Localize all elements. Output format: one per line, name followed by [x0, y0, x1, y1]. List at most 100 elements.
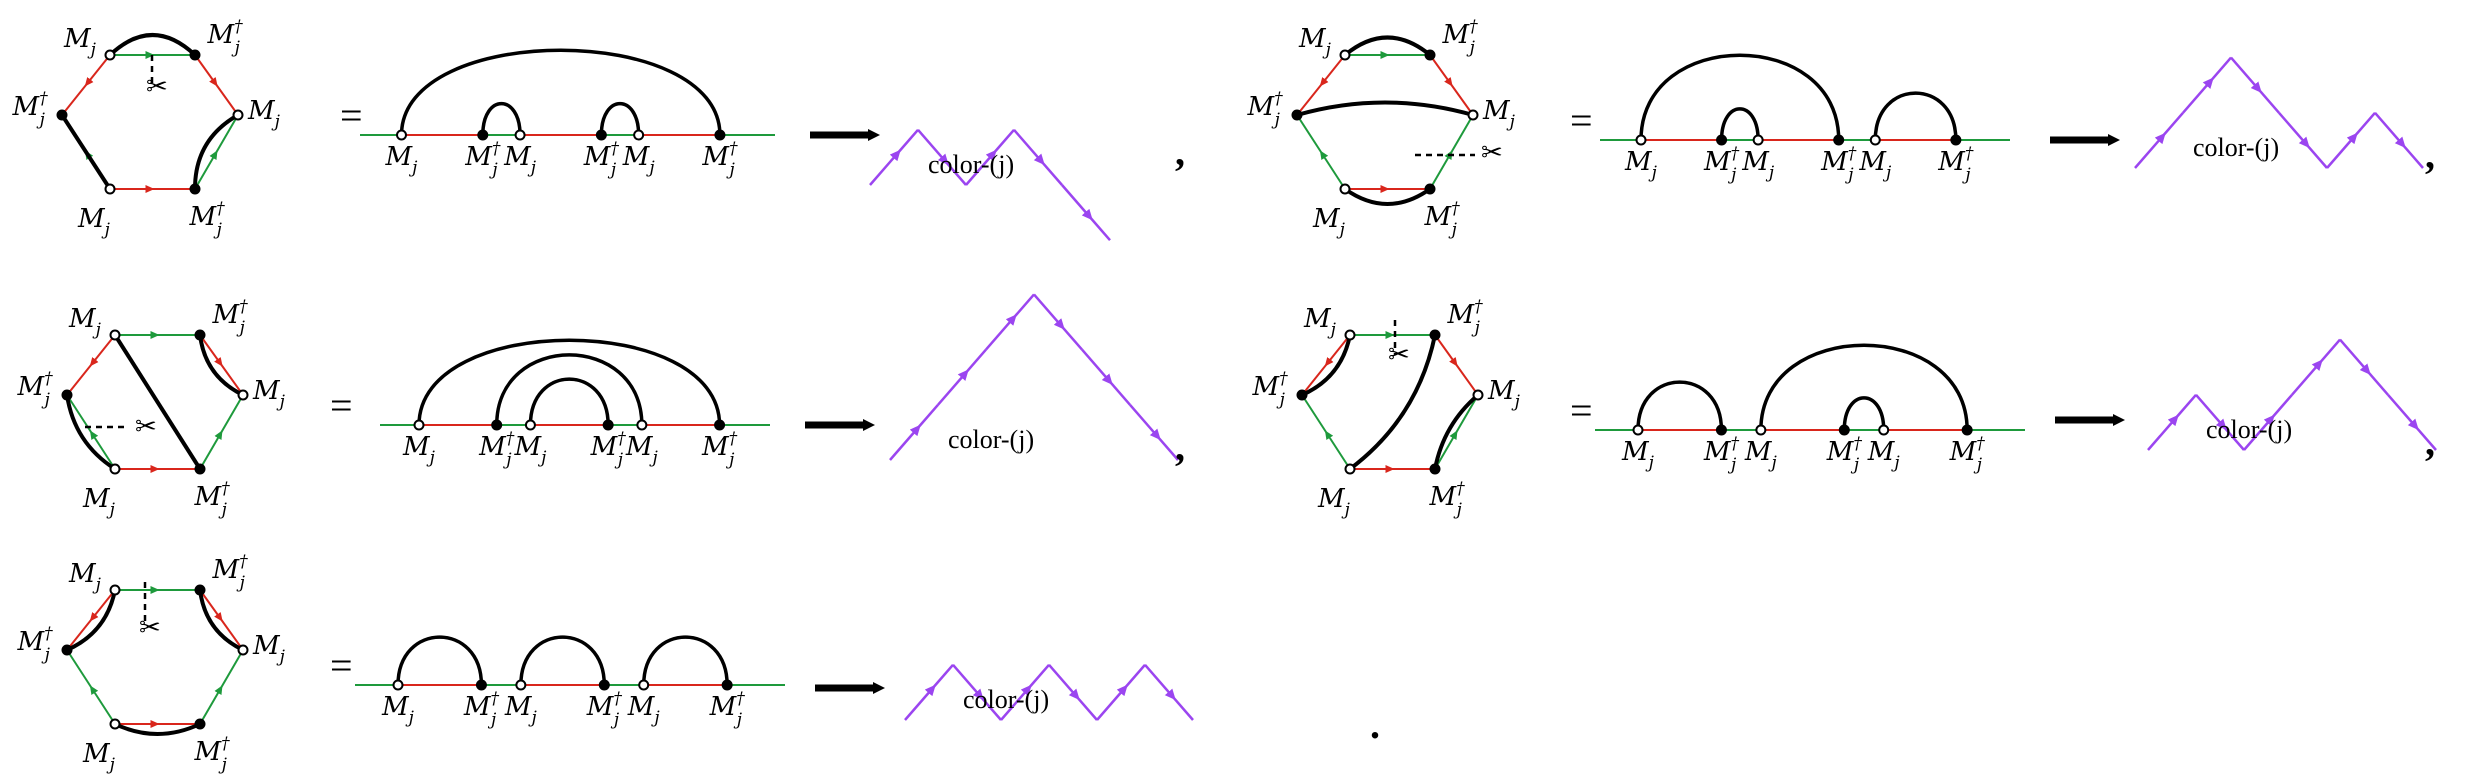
label-m: M [1441, 20, 1470, 50]
contraction-curve [1343, 187, 1432, 206]
contraction-arc [1759, 343, 1969, 431]
contraction-arc [399, 48, 722, 136]
hexagon-edge-green [1296, 114, 1322, 153]
path-step-down [2367, 371, 2389, 396]
label-j: j [426, 448, 436, 468]
chain-label-m: Mj [622, 142, 656, 178]
filled-node [1429, 463, 1441, 475]
period-mark: . [1370, 702, 1380, 747]
color-caption: color-(j) [2193, 133, 2279, 162]
hexagon-edge-green [215, 114, 239, 153]
label-m: M [1867, 437, 1896, 467]
equals-sign: = [1570, 388, 1593, 433]
hexagon-edge-green [89, 685, 116, 725]
chain-label-m-dagger: M†j [1937, 144, 1974, 185]
label-m: M [82, 484, 111, 514]
label-dagger: † [1965, 144, 1974, 164]
label-dagger: † [613, 689, 622, 709]
contraction-curve [1343, 35, 1432, 57]
filled-node [714, 129, 726, 141]
filled-node [1838, 424, 1850, 436]
path-step-down [917, 128, 949, 166]
label-j: j [236, 318, 246, 338]
label-j: j [1448, 220, 1458, 240]
contraction-arc [1873, 91, 1958, 141]
label-m: M [622, 142, 651, 172]
contraction-curve [1348, 334, 1437, 471]
chain-label-m: Mj [1741, 147, 1775, 183]
contraction-curve [65, 394, 117, 471]
label-m-dagger: M†j [1428, 479, 1465, 520]
label-m-dagger: M†j [193, 479, 230, 520]
label-m: M [1744, 437, 1773, 467]
chain-label-m: Mj [385, 142, 419, 178]
path-step-down [1172, 697, 1194, 721]
path-step-down [1129, 403, 1161, 441]
chain-label-m: Mj [513, 432, 547, 468]
label-m: M [701, 142, 730, 172]
open-node [1632, 424, 1644, 436]
path-step-down [2258, 89, 2280, 114]
label-j: j [1890, 453, 1900, 473]
chain-label-m-dagger: M†j [709, 689, 746, 730]
label-dagger: † [221, 479, 230, 499]
chain-label-m: Mj [402, 432, 436, 468]
label-m: M [1482, 96, 1511, 126]
open-node [1878, 424, 1890, 436]
label-m: Mj [1482, 96, 1516, 132]
label-dagger: † [44, 624, 53, 644]
path-step-down [2278, 111, 2310, 149]
label-m: M [503, 142, 532, 172]
comma-mark: , [1175, 424, 1185, 469]
hexagon-edge-green [1450, 114, 1474, 153]
open-node [109, 584, 121, 596]
filled-node [1715, 424, 1727, 436]
label-dagger: † [1456, 479, 1465, 499]
label-m: M [1820, 147, 1849, 177]
hexagon-edge-green [199, 430, 223, 470]
label-j: j [725, 450, 735, 470]
label-j: j [276, 647, 286, 667]
hexagon-edge-red [89, 589, 116, 622]
hexagon-edge-green [194, 150, 218, 190]
contraction-arc [481, 102, 522, 136]
label-m: M [1423, 202, 1452, 232]
contraction-arc [1636, 380, 1724, 431]
open-node [109, 329, 121, 341]
hexagon-edge-green [1455, 394, 1479, 433]
label-m: M [252, 376, 281, 406]
hexagon-edge-green [220, 649, 244, 688]
chain-label-m-dagger: M†j [583, 139, 620, 180]
label-m: M [1317, 484, 1346, 514]
label-j: j [1648, 163, 1658, 183]
hexagon-edge-red [1301, 364, 1327, 396]
label-j: j [1276, 390, 1286, 410]
label-m: M [188, 202, 217, 232]
label-m: M [385, 142, 414, 172]
path-step-up [897, 128, 919, 153]
label-j: j [1466, 38, 1476, 58]
path-step-up [932, 663, 954, 688]
filled-node [1950, 134, 1962, 146]
label-m: M [381, 692, 410, 722]
label-m: M [68, 304, 97, 334]
hexagon-edge-red [220, 364, 244, 396]
path-step-down [1081, 348, 1113, 385]
filled-node [1961, 424, 1973, 436]
label-j: j [649, 448, 659, 468]
label-j: j [1882, 163, 1892, 183]
path-step-up [889, 424, 921, 461]
label-j: j [1961, 165, 1971, 185]
open-node [514, 129, 526, 141]
path-step-down [1157, 437, 1179, 461]
path-step-up [965, 149, 997, 186]
path-step-down [952, 663, 984, 701]
label-j: j [92, 575, 102, 595]
label-j: j [725, 160, 735, 180]
equals-sign: = [330, 643, 353, 688]
open-node [1339, 183, 1351, 195]
filled-node [1429, 329, 1441, 341]
contraction-curve [66, 589, 117, 652]
